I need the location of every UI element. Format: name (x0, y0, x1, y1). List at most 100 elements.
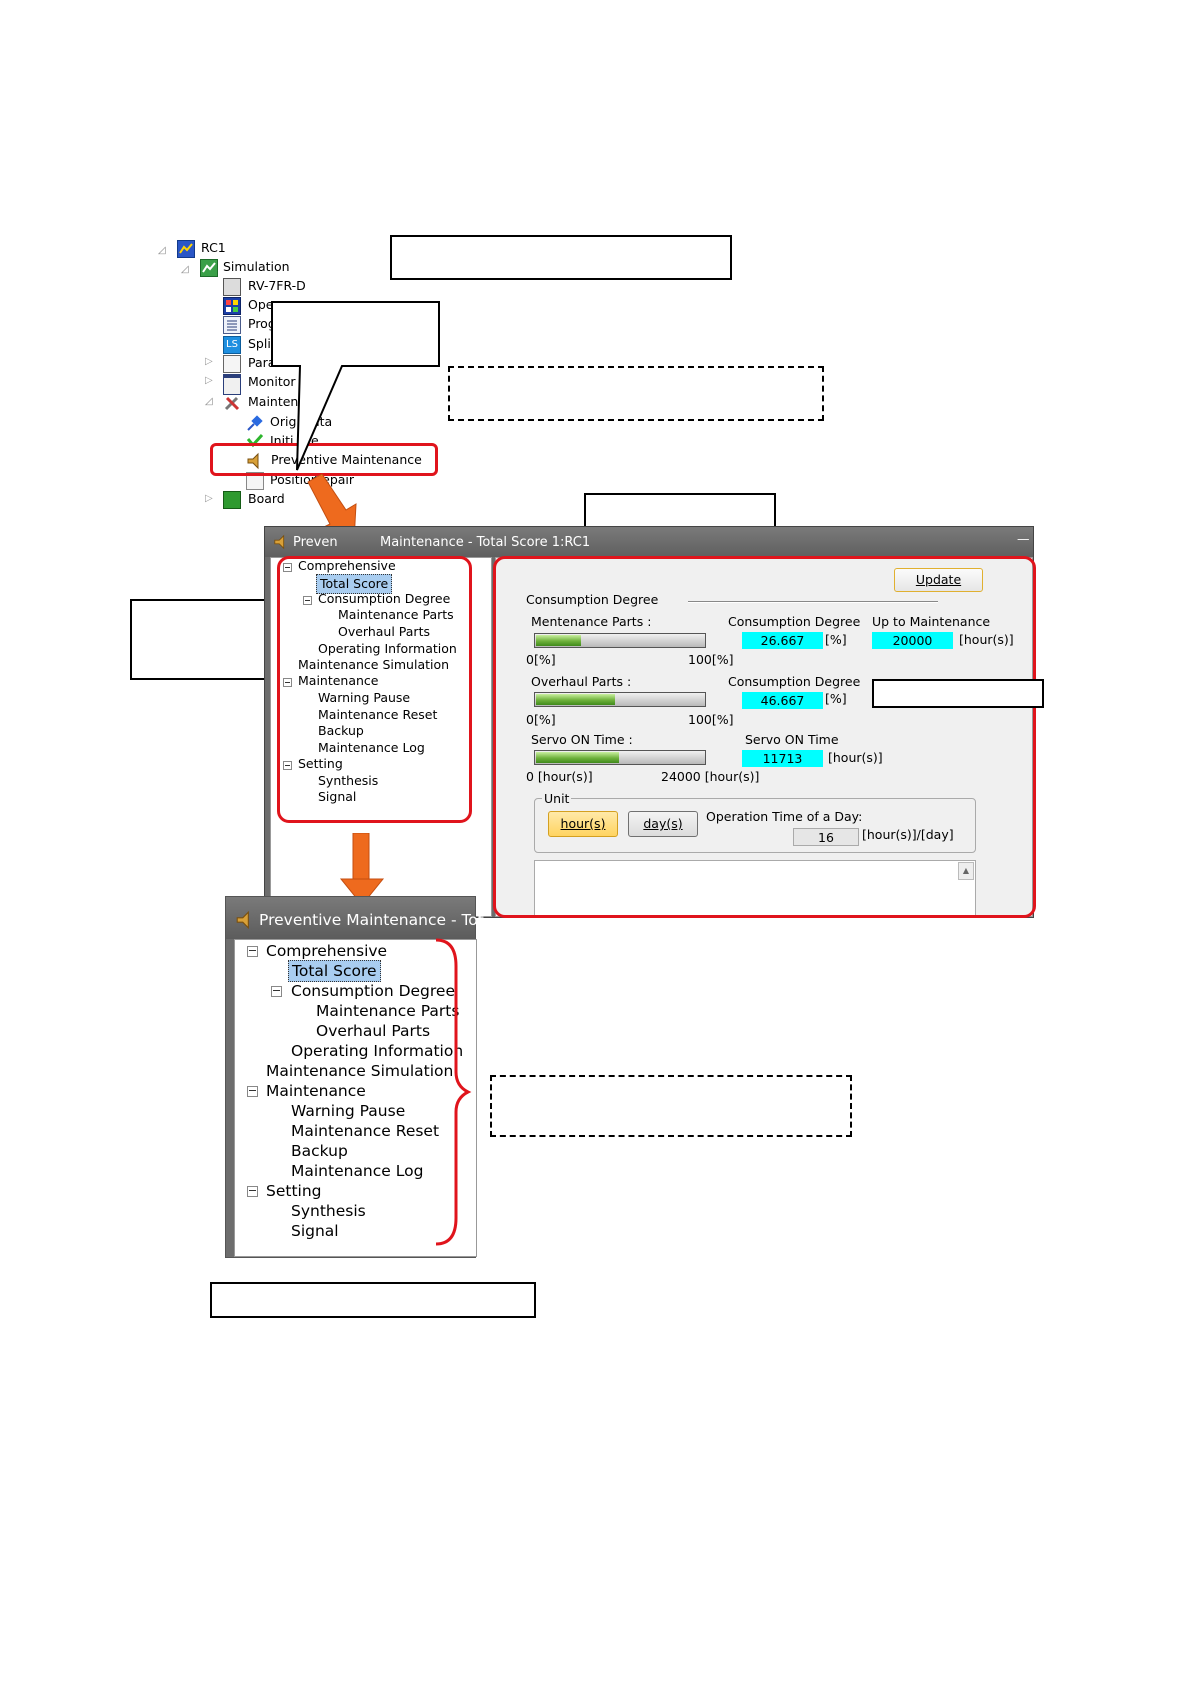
zoom-nav-synthesis[interactable]: Synthesis (291, 1202, 366, 1220)
nav-synthesis[interactable]: Synthesis (318, 773, 379, 788)
up-to-maintenance-label: Up to Maintenance (872, 614, 991, 629)
overhaul-parts-value: 46.667 (742, 692, 823, 709)
zoomed-window-title: Preventive Maintenance - Tot (259, 911, 484, 929)
zoom-nav-overhaul-parts[interactable]: Overhaul Parts (316, 1022, 431, 1040)
maintenance-parts-value: 26.667 (742, 632, 823, 649)
scrollbar-up-icon[interactable]: ▲ (958, 862, 974, 880)
parameter-icon (223, 355, 241, 373)
nav-setting[interactable]: Setting (298, 756, 343, 771)
collapse-toggle-icon[interactable] (303, 596, 312, 605)
simulation-icon (200, 259, 218, 277)
nav-overhaul-parts[interactable]: Overhaul Parts (338, 624, 430, 639)
zoom-nav-maintenance-reset[interactable]: Maintenance Reset (291, 1122, 440, 1140)
operation-time-unit: [hour(s)]/[day] (862, 827, 954, 842)
spline-icon: LS (223, 336, 241, 354)
servo-on-time-progress-fill (536, 752, 619, 763)
nav-operating-information[interactable]: Operating Information (318, 641, 457, 656)
tree-item-board[interactable]: Board (248, 491, 285, 506)
maintenance-tools-icon (223, 394, 240, 411)
tree-item-operation[interactable]: Ope (248, 297, 274, 312)
blank-callout-top (390, 235, 732, 280)
tree-item-origin-data[interactable]: Origi (270, 414, 300, 429)
preventive-maintenance-icon (246, 452, 262, 470)
percent-unit: [%] (825, 632, 847, 647)
update-button[interactable]: Update (894, 568, 983, 592)
operation-time-input[interactable]: 16 (793, 828, 859, 846)
zoom-nav-maintenance-parts[interactable]: Maintenance Parts (316, 1002, 460, 1020)
zoom-nav-total-score[interactable]: Total Score (288, 960, 381, 982)
nav-comprehensive[interactable]: Comprehensive (298, 558, 396, 573)
tree-item-simulation[interactable]: Simulation (223, 259, 290, 274)
nav-panel-highlight (277, 556, 472, 823)
nav-maintenance-log[interactable]: Maintenance Log (318, 740, 425, 755)
collapsed-arrow-icon[interactable]: ▷ (205, 356, 213, 367)
servo-on-time-value: 11713 (742, 750, 823, 767)
scale-max: 100[%] (688, 652, 734, 667)
robot-model-icon (223, 278, 241, 296)
zoom-nav-backup[interactable]: Backup (291, 1142, 348, 1160)
expand-arrow-icon[interactable]: ◿ (158, 245, 166, 256)
collapse-toggle-icon[interactable] (271, 986, 282, 997)
collapse-toggle-icon[interactable] (283, 761, 292, 770)
nav-maintenance-simulation[interactable]: Maintenance Simulation (298, 657, 450, 672)
servo-on-time-label: Servo ON Time : (531, 732, 633, 747)
zoom-nav-signal[interactable]: Signal (291, 1222, 339, 1240)
nav-backup[interactable]: Backup (318, 723, 364, 738)
collapsed-arrow-icon[interactable]: ▷ (205, 493, 213, 504)
tree-item-rc1[interactable]: RC1 (201, 240, 226, 255)
servo-on-time-right-label: Servo ON Time (745, 732, 839, 747)
tree-item-initialize-tail: e (311, 433, 319, 448)
tree-item-maintenance[interactable]: Maintena (248, 394, 307, 409)
hours-unit-button[interactable]: hour(s) (548, 811, 618, 837)
collapsed-arrow-icon[interactable]: ▷ (205, 375, 213, 386)
minimize-icon[interactable]: — (1017, 531, 1030, 546)
collapse-toggle-icon[interactable] (247, 1186, 258, 1197)
tree-item-preventive-maintenance[interactable]: Preventive Maintenance (271, 452, 422, 467)
nav-maintenance-parts[interactable]: Maintenance Parts (338, 607, 454, 622)
zoom-nav-maintenance-simulation[interactable]: Maintenance Simulation (266, 1062, 454, 1080)
nav-warning-pause[interactable]: Warning Pause (318, 690, 411, 705)
collapse-toggle-icon[interactable] (247, 1086, 258, 1097)
section-title: Consumption Degree (526, 592, 659, 607)
zoom-nav-operating-information[interactable]: Operating Information (291, 1042, 464, 1060)
expand-arrow-icon[interactable]: ◿ (181, 264, 189, 275)
tree-item-robot[interactable]: RV-7FR-D (248, 278, 306, 293)
zoom-nav-comprehensive[interactable]: Comprehensive (266, 942, 388, 960)
tree-item-monitor[interactable]: Monitor (248, 374, 296, 389)
expand-arrow-icon[interactable]: ◿ (205, 396, 213, 407)
collapse-toggle-icon[interactable] (283, 678, 292, 687)
days-unit-button[interactable]: day(s) (628, 811, 698, 837)
nav-panel (270, 557, 492, 917)
up-to-maintenance-value: 20000 (872, 632, 953, 649)
scale-max-2: 100[%] (688, 712, 734, 727)
blank-dashed-note-bottom (490, 1075, 852, 1137)
blank-callout-right (872, 679, 1044, 708)
robot-controller-icon (177, 240, 195, 258)
window-app-icon (273, 534, 289, 550)
preventive-maintenance-highlight (210, 443, 438, 476)
nav-maintenance[interactable]: Maintenance (298, 673, 379, 688)
section-divider (688, 601, 938, 603)
nav-signal[interactable]: Signal (318, 789, 357, 804)
nav-total-score[interactable]: Total Score (316, 574, 393, 594)
operation-time-label: Operation Time of a Day: (706, 809, 863, 824)
overhaul-consumption-degree-label: Consumption Degree (728, 674, 861, 689)
collapse-toggle-icon[interactable] (247, 946, 258, 957)
log-textarea[interactable] (534, 860, 976, 916)
nav-maintenance-reset[interactable]: Maintenance Reset (318, 707, 438, 722)
operation-panel-icon (223, 297, 241, 315)
scale-min-2: 0[%] (526, 712, 556, 727)
percent-unit: [%] (825, 691, 847, 706)
zoom-nav-maintenance[interactable]: Maintenance (266, 1082, 366, 1100)
servo-scale-max: 24000 [hour(s)] (661, 769, 760, 784)
window-title-prefix: Preven (293, 535, 338, 550)
tree-item-program[interactable]: Prog (248, 316, 276, 331)
nav-consumption-degree[interactable]: Consumption Degree (318, 591, 451, 606)
board-icon (223, 491, 241, 509)
servo-scale-min: 0 [hour(s)] (526, 769, 593, 784)
zoom-nav-setting[interactable]: Setting (266, 1182, 322, 1200)
zoomed-window-icon (235, 910, 255, 930)
zoom-nav-consumption-degree[interactable]: Consumption Degree (291, 982, 455, 1000)
zoom-nav-maintenance-log[interactable]: Maintenance Log (291, 1162, 424, 1180)
zoom-nav-warning-pause[interactable]: Warning Pause (291, 1102, 406, 1120)
